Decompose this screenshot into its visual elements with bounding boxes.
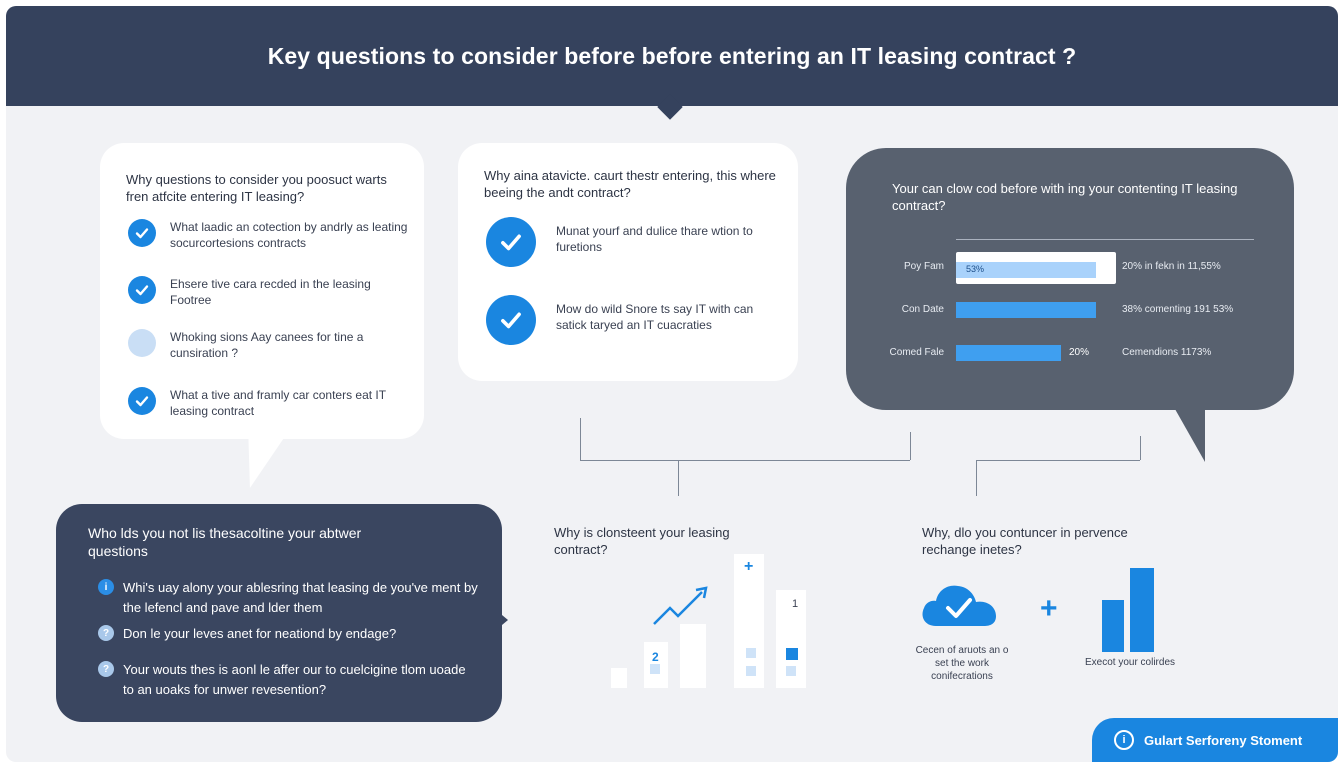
- header-banner: Key questions to consider before before …: [6, 6, 1338, 106]
- question-icon: ?: [98, 661, 114, 677]
- bubble1-item-4-text: What a tive and framly car conters eat I…: [170, 388, 386, 418]
- bubble1-item-3: Whoking sions Aay canees for tine a cuns…: [128, 329, 408, 361]
- connector-line: [910, 432, 911, 460]
- cta-button[interactable]: i Gulart Serforeny Stoment: [1092, 718, 1338, 762]
- check-icon: [486, 217, 536, 267]
- check-icon: [128, 219, 156, 247]
- bar-track: 53%: [956, 252, 1116, 284]
- bubble1-item-3-text: Whoking sions Aay canees for tine a cuns…: [170, 330, 364, 360]
- bubble4-item-3: ? Your wouts thes is aonl le affer our t…: [98, 660, 478, 700]
- page-title: Key questions to consider before before …: [267, 42, 1077, 69]
- check-icon: [128, 387, 156, 415]
- bar: [956, 262, 1096, 278]
- question-bubble-2: Why aina atavicte. caurt thestr entering…: [458, 143, 798, 381]
- connector-line: [1140, 436, 1141, 460]
- answer-bubble: Who lds you not lis thesacoltine your ab…: [56, 504, 502, 722]
- growth-marker: [746, 648, 756, 658]
- bubble4-item-3-text: Your wouts thes is aonl le affer our to …: [123, 662, 466, 697]
- bubble4-item-1-text: Whi's uay alony your ablesring that leas…: [123, 580, 478, 615]
- bar-value-label: 20%: [1069, 347, 1090, 358]
- bar-track: 20%: [956, 342, 1116, 364]
- infographic-frame: Key questions to consider before before …: [6, 6, 1338, 762]
- cloud-check-icon: [918, 576, 1000, 632]
- question-icon: ?: [98, 625, 114, 641]
- bubble1-item-2-text: Ehsere tive cara recded in the leasing F…: [170, 277, 371, 307]
- right-section-title: Why, dlo you contuncer in pervence recha…: [922, 525, 1128, 557]
- bar-right-label: Cemendions 1173%: [1122, 347, 1212, 358]
- growth-marker-label: 2: [652, 650, 659, 664]
- bar-row: Con Date 38% comenting 191 53%: [846, 299, 1286, 321]
- bubble2-item-2-text: Mow do wild Snore ts say IT with can sat…: [556, 302, 754, 332]
- bubble2-item-1: Munat yourf and dulice thare wtion to fu…: [486, 217, 786, 267]
- connector-line: [678, 460, 679, 496]
- cta-label: Gulart Serforeny Stoment: [1144, 732, 1303, 748]
- bubble1-item-1-text: What laadic an cotection by andrly as le…: [170, 220, 408, 250]
- bar-right-label: 38% comenting 191 53%: [1122, 304, 1234, 315]
- bubble1-title: Why questions to consider you poosuct wa…: [126, 172, 387, 204]
- connector-line: [580, 418, 581, 460]
- question-bubble-1: Why questions to consider you poosuct wa…: [100, 143, 424, 439]
- info-circle-icon: i: [1114, 730, 1134, 750]
- right-caption-left: Cecen of aruots an o set the work conife…: [915, 645, 1009, 682]
- bubble3-divider: [956, 239, 1254, 240]
- bar-row: Comed Fale 20% Cemendions 1173%: [846, 342, 1286, 364]
- growth-bar: [734, 554, 764, 688]
- growth-bar: [611, 668, 627, 688]
- connector-line: [976, 460, 1140, 461]
- growth-bar: [680, 624, 706, 688]
- growth-marker-label: +: [744, 558, 754, 575]
- bubble3-tail: [1171, 402, 1205, 462]
- bar-row: Poy Fam 53% 20% in fekn in 11,55%: [846, 252, 1286, 284]
- bubble1-item-4: What a tive and framly car conters eat I…: [128, 387, 408, 419]
- growth-marker-label: 1: [792, 598, 799, 610]
- bubble1-item-1: What laadic an cotection by andrly as le…: [128, 219, 408, 251]
- bubble4-item-1: i Whi's uay alony your ablesring that le…: [98, 578, 478, 618]
- bubble4-item-2: ? Don le your leves anet for neationd by…: [98, 624, 478, 644]
- bar-icon: [1100, 566, 1160, 652]
- bar-chart: Poy Fam 53% 20% in fekn in 11,55% Con Date 3…: [846, 252, 1286, 376]
- bar-track: [956, 299, 1116, 321]
- bubble3-title: Your can clow cod before with ing your c…: [892, 181, 1238, 213]
- bar-value-label: 53%: [966, 264, 985, 274]
- bubble2-item-1-text: Munat yourf and dulice thare wtion to fu…: [556, 224, 753, 254]
- pending-circle-icon: [128, 329, 156, 357]
- bar-category-label: Poy Fam: [903, 261, 944, 272]
- middle-section-title: Why is clonsteent your leasing contract?: [554, 525, 730, 557]
- bubble2-item-2: Mow do wild Snore ts say IT with can sat…: [486, 295, 786, 345]
- check-icon: [486, 295, 536, 345]
- growth-marker: [786, 666, 796, 676]
- bar: [956, 345, 1061, 361]
- connector-line: [976, 460, 977, 496]
- bubble4-title: Who lds you not lis thesacoltine your ab…: [88, 525, 362, 559]
- growth-marker: [746, 666, 756, 676]
- growth-marker: [786, 648, 798, 660]
- bubble1-item-2: Ehsere tive cara recded in the leasing F…: [128, 276, 408, 308]
- growth-chart-svg: [611, 554, 806, 688]
- bubble2-title: Why aina atavicte. caurt thestr entering…: [484, 168, 776, 200]
- connector-line: [580, 460, 910, 461]
- trend-arrow-icon: [653, 591, 703, 625]
- info-icon: i: [98, 579, 114, 595]
- plus-icon: +: [1040, 592, 1058, 625]
- bubble4-item-2-text: Don le your leves anet for neationd by e…: [123, 626, 397, 641]
- bar-right-label: 20% in fekn in 11,55%: [1122, 261, 1221, 272]
- check-icon: [128, 276, 156, 304]
- trend-arrow-head: [695, 586, 708, 599]
- chart-bubble: Your can clow cod before with ing your c…: [846, 148, 1294, 410]
- growth-marker: [650, 664, 660, 674]
- growth-bar-graphic: 2 + 1: [606, 546, 816, 696]
- bar-category-label: Comed Fale: [889, 347, 944, 358]
- right-caption-right: Execot your colirdes: [1084, 657, 1176, 668]
- bar: [956, 302, 1096, 318]
- bar-category-label: Con Date: [901, 304, 944, 315]
